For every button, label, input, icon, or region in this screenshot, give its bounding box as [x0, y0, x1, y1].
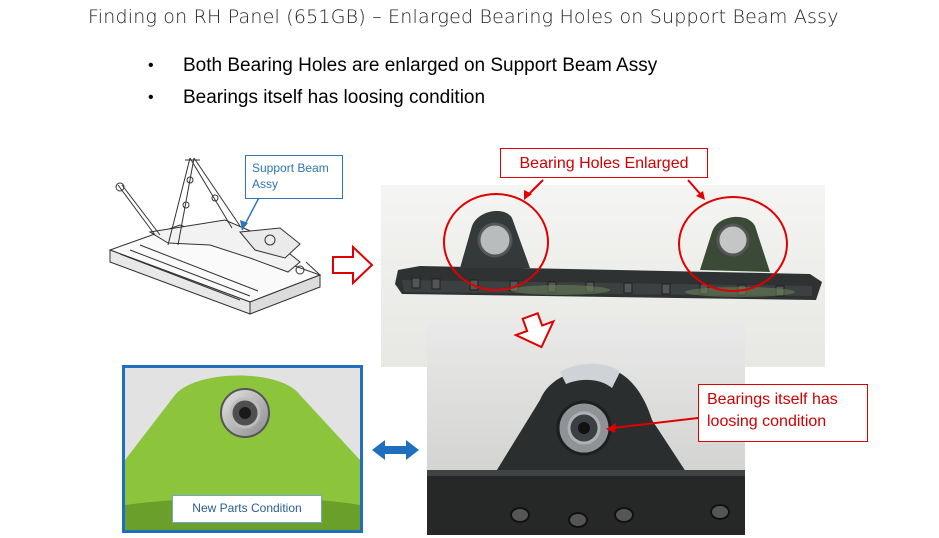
bullet-text: Both Bearing Holes are enlarged on Suppo… [183, 55, 658, 76]
bullet-dot-icon: • [148, 89, 154, 106]
bearings-loose-callout: Bearings itself has loosing condition [698, 384, 868, 442]
bearing-closeup-photo [427, 323, 745, 535]
red-leader-right [687, 179, 703, 197]
bearing-holes-callout: Bearing Holes Enlarged [500, 148, 708, 178]
left-right-arrow-icon [372, 440, 419, 460]
new-parts-label: New Parts Condition [172, 495, 322, 523]
support-beam-drawing [108, 157, 322, 315]
callout-text: loosing condition [707, 413, 827, 430]
callout-text: Support Beam [252, 161, 329, 175]
slide-title: Finding on RH Panel (651GB) – Enlarged B… [88, 6, 839, 28]
red-arrowhead-icon [524, 190, 532, 200]
leader-arrowhead-icon [240, 220, 248, 230]
callout-text: Assy [252, 177, 279, 191]
bullet-item: • Both Bearing Holes are enlarged on Sup… [148, 50, 657, 82]
outline-down-arrow-icon [513, 312, 556, 349]
hole-highlight-left [443, 193, 549, 291]
bullet-list: • Both Bearing Holes are enlarged on Sup… [148, 50, 657, 114]
bullet-item: • Bearings itself has loosing condition [148, 82, 657, 114]
hole-highlight-right [678, 196, 788, 292]
red-arrowhead-icon [606, 423, 616, 433]
outline-right-arrow-icon [332, 244, 374, 286]
bullet-text: Bearings itself has loosing condition [183, 87, 486, 108]
callout-text: Bearings itself has [707, 391, 838, 408]
red-leader-bearing [611, 417, 699, 429]
red-arrowhead-icon [696, 191, 705, 200]
support-beam-callout: Support Beam Assy [245, 155, 343, 199]
bullet-dot-icon: • [148, 57, 154, 74]
